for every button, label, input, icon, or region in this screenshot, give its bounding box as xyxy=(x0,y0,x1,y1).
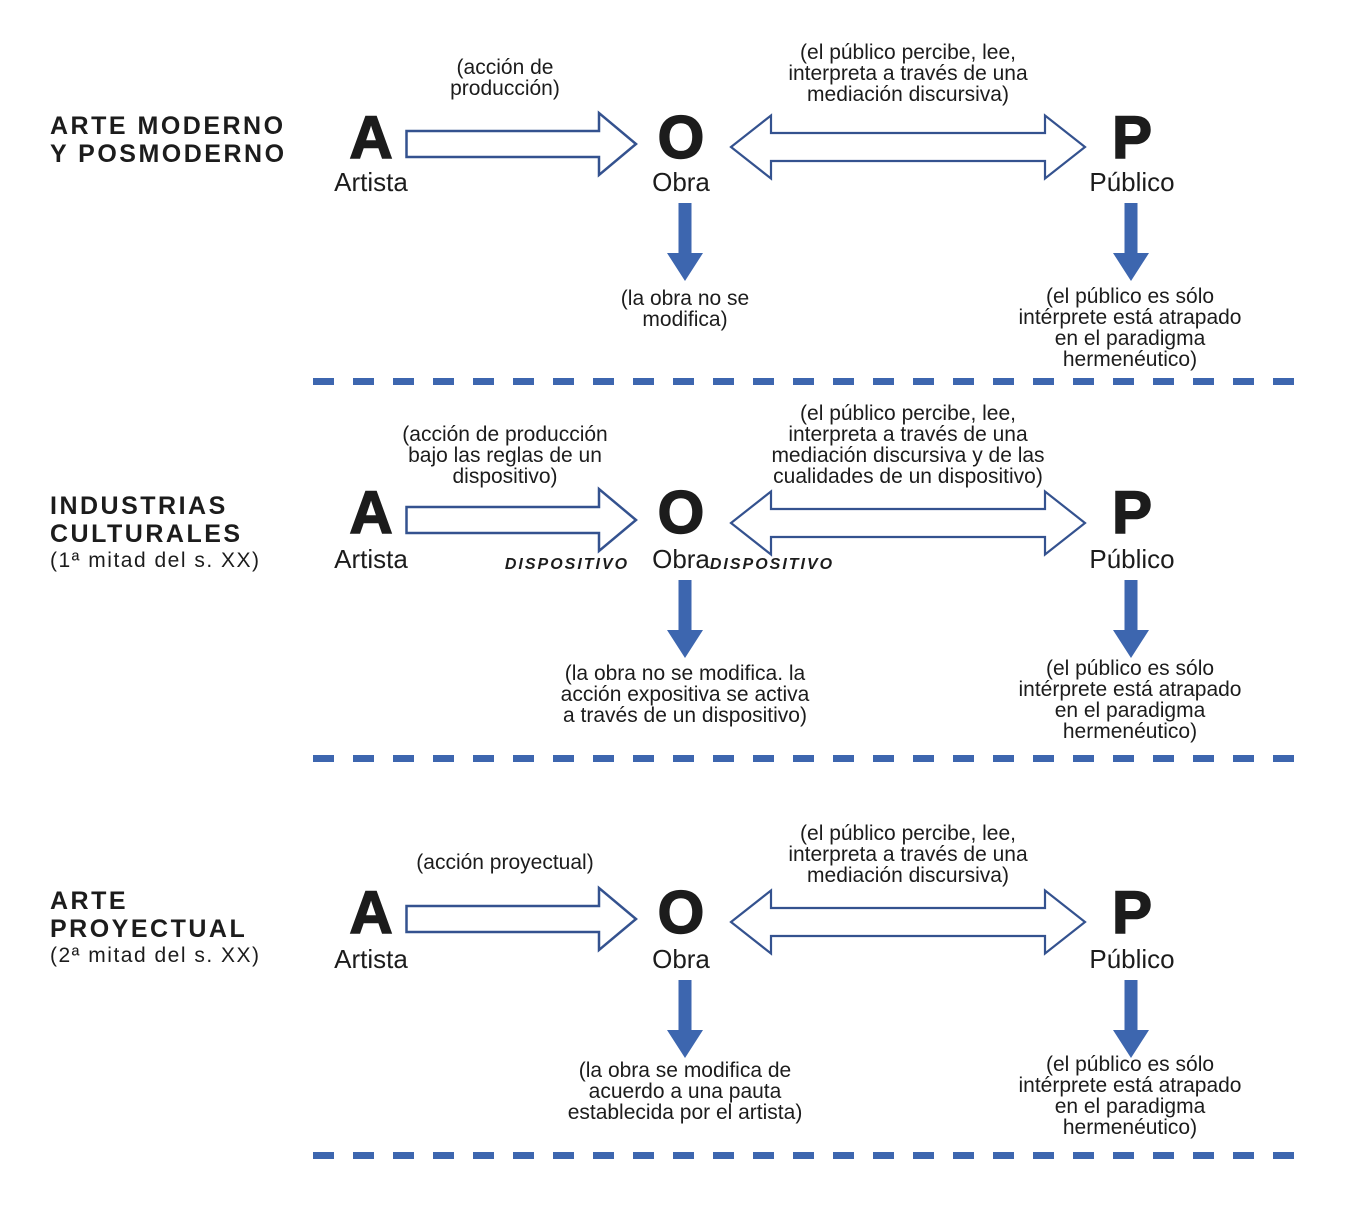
public-letter: P xyxy=(1111,479,1153,546)
row-subtitle: (1ª mitad del s. XX) xyxy=(50,549,261,572)
dashed-separator xyxy=(313,755,1313,762)
public-label: Público xyxy=(1089,167,1175,197)
dashed-separator xyxy=(313,378,1313,385)
dispositivo-label-left: DISPOSITIVO xyxy=(504,556,630,573)
work-down-arrow-icon xyxy=(667,203,703,281)
mediation-double-arrow-icon xyxy=(728,886,1088,958)
public-label: Público xyxy=(1089,544,1175,574)
work-label: Obra xyxy=(652,944,710,974)
work-label: Obra xyxy=(652,544,710,574)
work-letter: O xyxy=(657,879,705,946)
public-letter: P xyxy=(1111,879,1153,946)
artist-letter: A xyxy=(349,104,394,171)
artist-label: Artista xyxy=(334,544,408,574)
reception-caption: (el público percibe, lee, interpreta a t… xyxy=(788,822,1028,887)
public-label: Público xyxy=(1089,944,1175,974)
public-letter: P xyxy=(1111,104,1153,171)
public-note: (el público es sólo intérprete está atra… xyxy=(1018,285,1242,371)
artist-letter: A xyxy=(349,479,394,546)
mediation-double-arrow-icon xyxy=(728,487,1088,559)
row-subtitle: (2ª mitad del s. XX) xyxy=(50,944,261,967)
artist-label: Artista xyxy=(334,167,408,197)
public-note: (el público es sólo intérprete está atra… xyxy=(1018,1053,1242,1139)
work-label: Obra xyxy=(652,167,710,197)
work-letter: O xyxy=(657,104,705,171)
work-note: (la obra no se modifica) xyxy=(620,287,750,331)
dispositivo-label-right: DISPOSITIVO xyxy=(709,556,835,573)
artist-letter: A xyxy=(349,879,394,946)
production-caption: (acción de producción bajo las reglas de… xyxy=(402,423,608,488)
dashed-separator xyxy=(313,1152,1313,1159)
row-title: INDUSTRIAS CULTURALES xyxy=(50,492,243,548)
public-note: (el público es sólo intérprete está atra… xyxy=(1018,657,1242,743)
production-caption: (acción de producción) xyxy=(450,56,560,100)
reception-caption: (el público percibe, lee, interpreta a t… xyxy=(771,402,1045,488)
production-arrow-icon xyxy=(405,885,638,953)
production-arrow-icon xyxy=(405,486,638,554)
artist-label: Artista xyxy=(334,944,408,974)
production-arrow-icon xyxy=(405,110,638,178)
public-down-arrow-icon xyxy=(1113,980,1149,1058)
work-down-arrow-icon xyxy=(667,980,703,1058)
public-down-arrow-icon xyxy=(1113,580,1149,658)
row-title: ARTE PROYECTUAL xyxy=(50,887,248,943)
mediation-double-arrow-icon xyxy=(728,111,1088,183)
public-down-arrow-icon xyxy=(1113,203,1149,281)
work-note: (la obra se modifica de acuerdo a una pa… xyxy=(567,1059,803,1124)
reception-caption: (el público percibe, lee, interpreta a t… xyxy=(788,41,1028,106)
work-down-arrow-icon xyxy=(667,580,703,658)
work-letter: O xyxy=(657,479,705,546)
row-title: ARTE MODERNO Y POSMODERNO xyxy=(50,112,287,168)
production-caption: (acción proyectual) xyxy=(416,851,594,874)
work-note: (la obra no se modifica. la acción expos… xyxy=(560,662,810,727)
